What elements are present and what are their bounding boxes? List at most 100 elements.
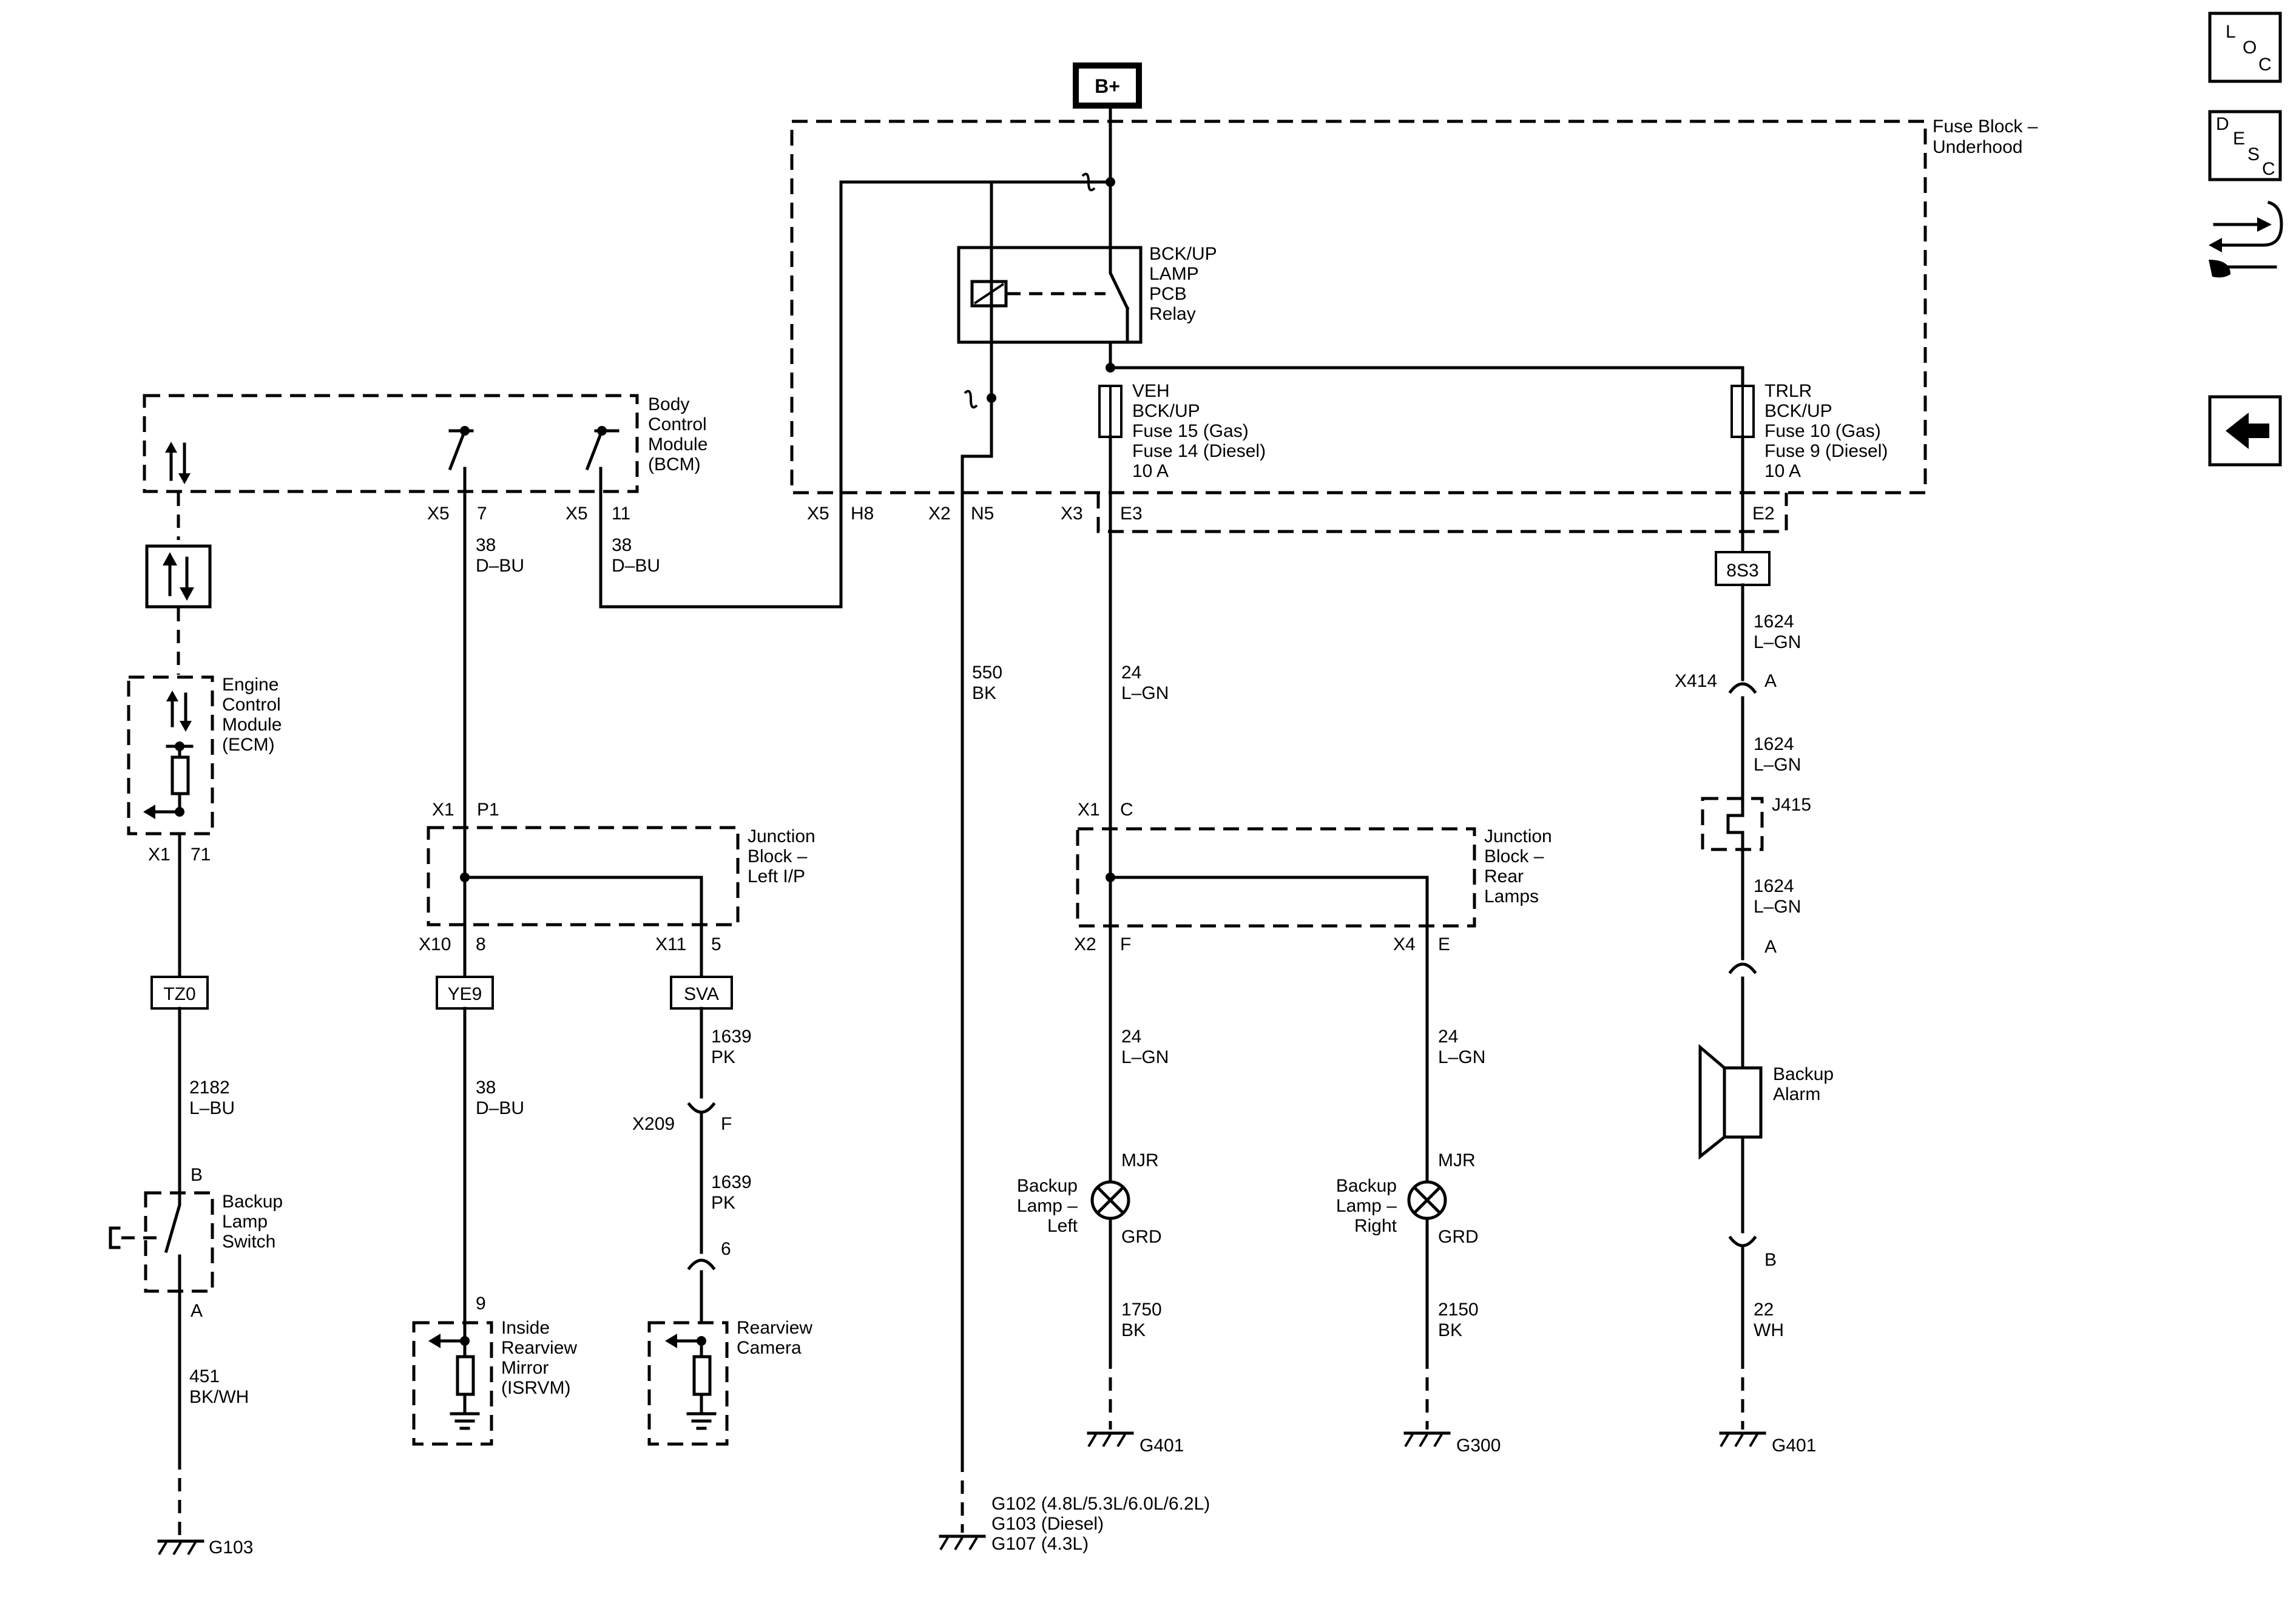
lamp-right-gnd-wire-color: BK	[1438, 1320, 1462, 1340]
svg-text:YE9: YE9	[448, 984, 482, 1004]
fuse-block-outline	[790, 120, 1927, 495]
svg-text:Right: Right	[1354, 1216, 1397, 1236]
ecm-x1-label: X1	[148, 845, 171, 865]
trlr-backup-fuse	[1730, 385, 1755, 438]
backup-alarm-speaker-icon	[1698, 1044, 1763, 1160]
rearview-camera-outline	[647, 1321, 729, 1446]
ecm-label: Engine Control Module (ECM)	[222, 675, 282, 755]
svg-text:G103 (Diesel): G103 (Diesel)	[991, 1514, 1104, 1534]
e2-wire-num: 1624	[1754, 612, 1794, 632]
svg-text:Module: Module	[648, 434, 707, 454]
svg-text:BCK/UP: BCK/UP	[1132, 401, 1200, 421]
j415-outline	[1701, 797, 1764, 851]
ecm-input-circuit	[143, 741, 194, 819]
svg-text:Body: Body	[648, 394, 689, 414]
ecm71-wire-color: L–BU	[189, 1098, 235, 1118]
ground-g102-symbol	[939, 1534, 986, 1551]
svg-text:Rearview: Rearview	[501, 1338, 577, 1358]
svg-text:Backup: Backup	[1017, 1176, 1078, 1196]
alarm-a-label: A	[1764, 937, 1777, 957]
jbr-f-label: F	[1120, 934, 1131, 954]
bcm-x5-11-label: X5	[566, 504, 588, 524]
bcm-switch-11	[585, 426, 620, 503]
x414-label: X414	[1675, 671, 1717, 691]
svg-text:SVA: SVA	[684, 984, 719, 1004]
backup-lamp-left-bulb	[1090, 1180, 1130, 1220]
fb-n5-label: N5	[971, 504, 994, 524]
back-arrow-icon[interactable]	[2208, 395, 2282, 467]
lamp-right-grd-label: GRD	[1438, 1227, 1479, 1247]
description-button[interactable]: D E S C	[2208, 110, 2282, 181]
fb-x3-label: X3	[1061, 504, 1083, 524]
battery-positive: B+	[1073, 62, 1142, 109]
bcm7-wire-num: 38	[476, 535, 496, 555]
svg-text:Lamps: Lamps	[1484, 886, 1539, 906]
svg-text:Control: Control	[648, 414, 707, 434]
x209-cam-wire-color: PK	[711, 1193, 735, 1213]
fb-x5-label: X5	[807, 504, 829, 524]
x414-connector	[1728, 682, 1757, 724]
rear-e-wire-num: 24	[1438, 1027, 1458, 1047]
x414-j415-wire-num: 1624	[1754, 734, 1794, 754]
junction-block-left-label: Junction Block – Left I/P	[748, 826, 815, 886]
isrvm-circuit	[428, 1334, 480, 1430]
backup-lamp-right-bulb	[1407, 1180, 1447, 1220]
camera-pin6-label: 6	[721, 1239, 731, 1259]
svg-text:Fuse 10 (Gas): Fuse 10 (Gas)	[1764, 421, 1881, 441]
alarm-connector-b	[1728, 1218, 1757, 1357]
bcm-pin11-label: 11	[612, 504, 630, 524]
trlr-fuse-label: TRLR BCK/UP Fuse 10 (Gas) Fuse 9 (Diesel…	[1764, 381, 1888, 481]
x209-pin-label: F	[721, 1114, 732, 1134]
jbl-pin8-label: 8	[476, 934, 486, 954]
junction-block-rear-label: Junction Block – Rear Lamps	[1484, 826, 1552, 906]
svg-text:Alarm: Alarm	[1773, 1084, 1820, 1104]
jbr-x1-label: X1	[1078, 800, 1100, 820]
backup-alarm-label: Backup Alarm	[1773, 1064, 1834, 1104]
veh-backup-fuse	[1098, 385, 1123, 438]
backup-lamp-left-label: Backup Lamp – Left	[1017, 1176, 1078, 1236]
svg-text:Fuse 9 (Diesel): Fuse 9 (Diesel)	[1764, 441, 1888, 461]
svg-text:Junction: Junction	[1484, 826, 1552, 846]
rearview-camera-label: Rearview Camera	[737, 1318, 812, 1358]
x209-cam-wire-num: 1639	[711, 1172, 752, 1192]
switch-gnd-wire-num: 451	[189, 1366, 220, 1386]
x414-pin-label: A	[1764, 671, 1777, 691]
svg-text:Underhood: Underhood	[1933, 137, 2022, 157]
svg-text:8S3: 8S3	[1726, 561, 1758, 581]
rearview-camera-circuit	[665, 1334, 717, 1430]
svg-text:10 A: 10 A	[1764, 461, 1801, 481]
ground-g401-left-label: G401	[1140, 1436, 1184, 1456]
svg-text:Lamp –: Lamp –	[1336, 1196, 1397, 1216]
svg-text:(ISRVM): (ISRVM)	[501, 1378, 570, 1398]
jbl-x1-label: X1	[432, 800, 454, 820]
e2-wire-color: L–GN	[1754, 632, 1801, 652]
alarm-connector-a	[1728, 962, 1757, 1070]
x414-j415-wire-color: L–GN	[1754, 755, 1801, 775]
isrvm-outline	[412, 1321, 493, 1446]
jbr-e-label: E	[1438, 934, 1450, 954]
x209-label: X209	[632, 1114, 675, 1134]
bcm11-wire-color: D–BU	[612, 556, 660, 576]
lamp-left-gnd-wire-color: BK	[1121, 1320, 1146, 1340]
svg-text:G107 (4.3L): G107 (4.3L)	[991, 1534, 1089, 1554]
svg-text:TZ0: TZ0	[163, 984, 195, 1004]
e3-wire-num: 24	[1121, 663, 1141, 683]
svg-text:Switch: Switch	[222, 1232, 275, 1252]
svg-text:BCK/UP: BCK/UP	[1764, 401, 1832, 421]
ecm-pin71-label: 71	[191, 845, 211, 865]
tz0-option-code: TZ0	[150, 976, 209, 1010]
junction-block-left-outline	[427, 826, 740, 927]
lamp-right-gnd-wire-num: 2150	[1438, 1300, 1479, 1320]
ecm71-wire-num: 2182	[189, 1078, 230, 1098]
alarm-gnd-wire-num: 22	[1754, 1300, 1774, 1320]
svg-text:Lamp –: Lamp –	[1017, 1196, 1078, 1216]
svg-text:Inside: Inside	[501, 1318, 550, 1338]
connector-wrench-icon[interactable]	[2209, 200, 2283, 278]
ecm-serial-data-icon	[166, 690, 192, 732]
veh-fuse-label: VEH BCK/UP Fuse 15 (Gas) Fuse 14 (Diesel…	[1132, 381, 1266, 481]
location-button[interactable]: L O C	[2208, 12, 2282, 83]
jbl-p1-label: P1	[477, 800, 499, 820]
backup-lamp-switch	[109, 1191, 181, 1293]
fuse-block-label: Fuse Block – Underhood	[1933, 116, 2038, 157]
